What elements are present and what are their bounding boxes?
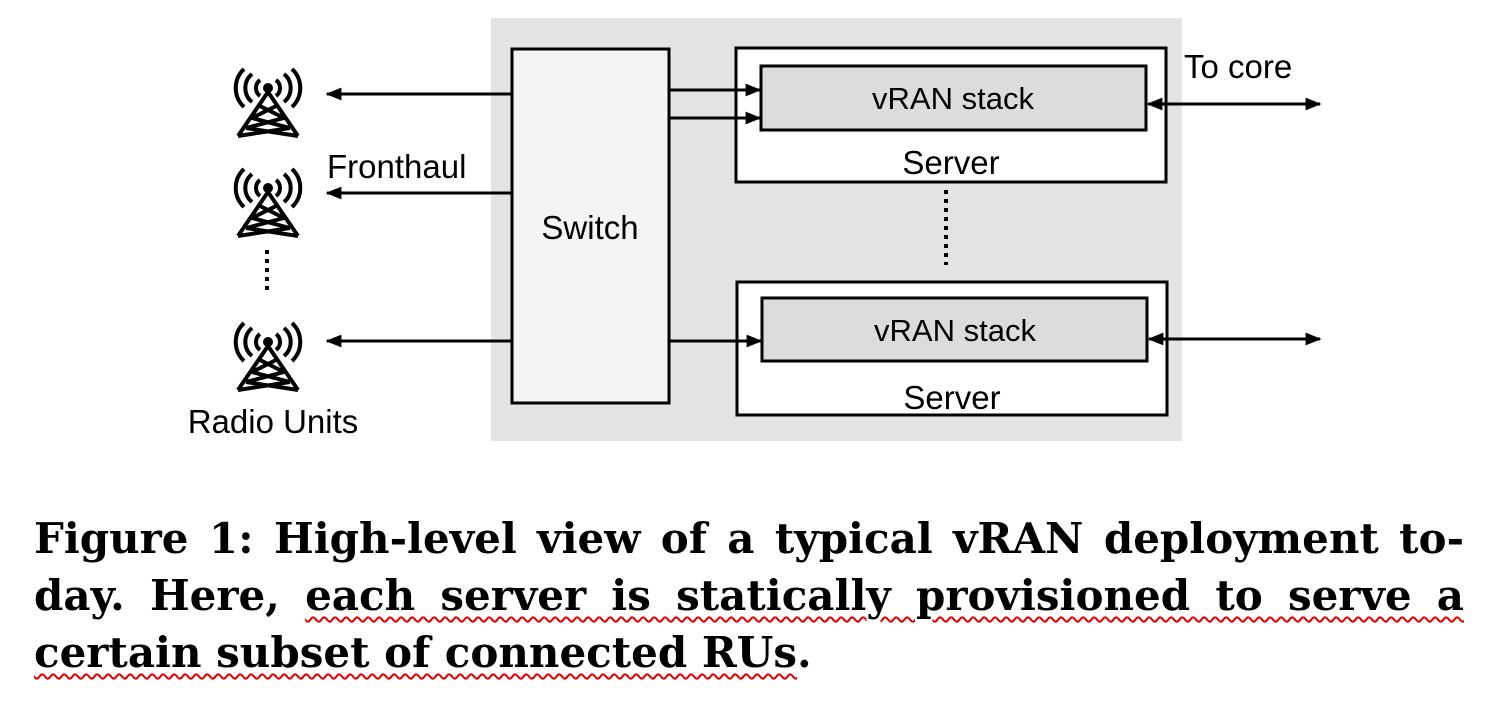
vran-deployment-diagram: Switch vRAN stack Server vRAN stack Serv…	[188, 18, 1322, 441]
caption-spellcheck-underlined: each server is statically provisioned to…	[34, 571, 1464, 677]
vran-stack-label-1: vRAN stack	[872, 81, 1034, 116]
caption-lead: Figure 1: High-level view of a typical v…	[34, 514, 1464, 620]
switch-label: Switch	[541, 209, 638, 246]
switch-to-stack-arrows	[670, 83, 763, 348]
switch-box	[510, 47, 671, 405]
vran-stack-box-2	[760, 296, 1149, 363]
fronthaul-label: Fronthaul	[327, 148, 466, 185]
server-label-2: Server	[903, 379, 1000, 416]
radio-tower-icon	[233, 321, 303, 392]
vran-stack-label-2: vRAN stack	[874, 313, 1036, 348]
fronthaul-arrows	[325, 87, 512, 348]
radio-tower-icon	[233, 67, 303, 138]
caption-end: .	[797, 628, 812, 677]
radio-units-label: Radio Units	[188, 403, 359, 440]
figure-caption: Figure 1: High-level view of a typical v…	[34, 510, 1464, 681]
vran-stack-box-1	[759, 64, 1148, 132]
server-label-1: Server	[902, 144, 999, 181]
core-arrows	[1146, 97, 1322, 346]
to-core-label: To core	[1184, 48, 1292, 85]
radio-tower-icon	[233, 167, 303, 238]
